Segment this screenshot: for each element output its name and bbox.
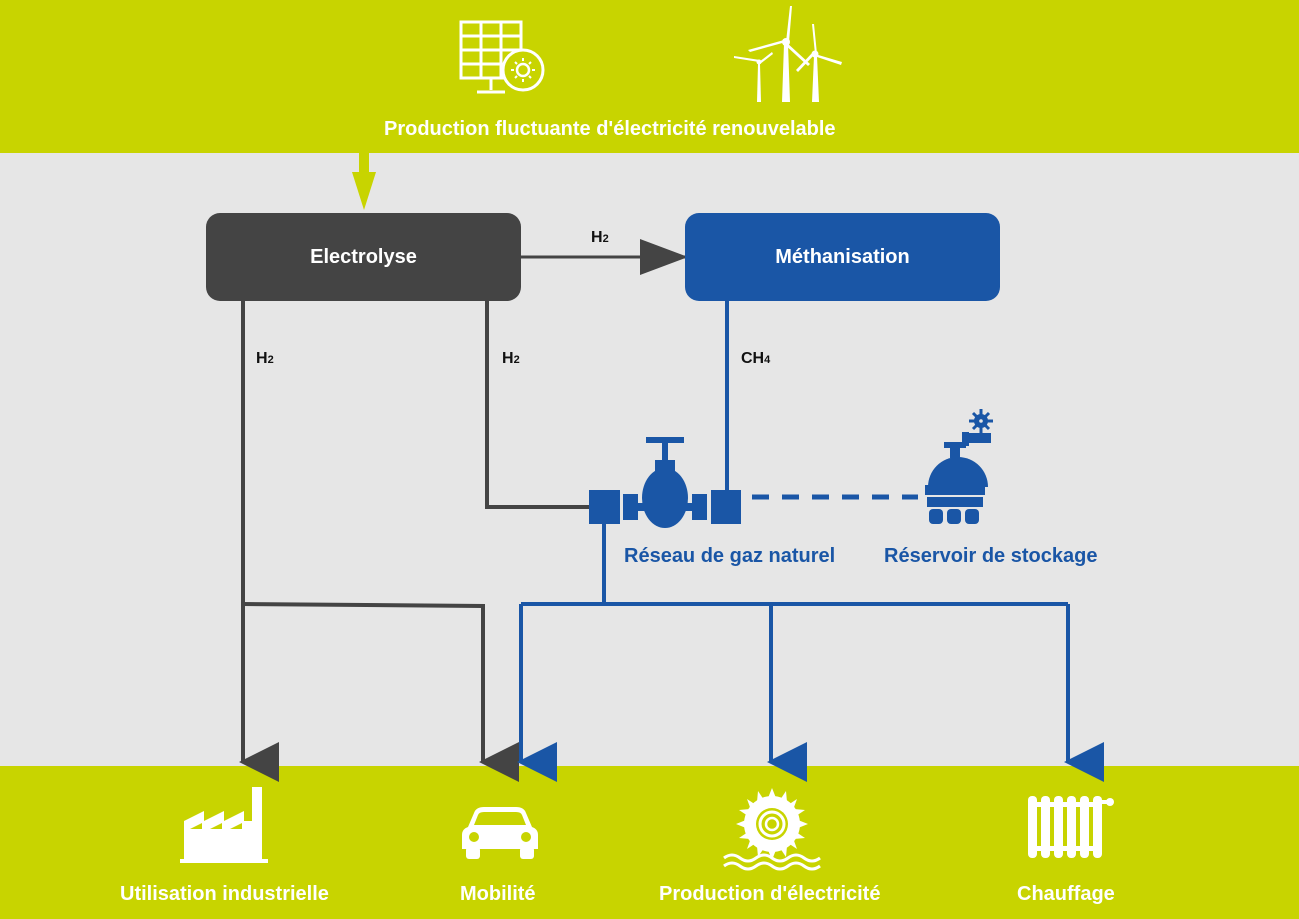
water-turbine-icon bbox=[723, 788, 821, 871]
h2-label-mid: H2 bbox=[502, 350, 520, 367]
renewable-production-label: Production fluctuante d'électricité reno… bbox=[384, 118, 836, 140]
renewable-production-band bbox=[0, 0, 1299, 153]
h2-label-top: H2 bbox=[591, 229, 609, 246]
use-label-electricity: Production d'électricité bbox=[659, 883, 881, 905]
methanisation-box: Méthanisation bbox=[685, 213, 1000, 301]
h2-flow-to-mobility bbox=[242, 602, 519, 782]
ch4-label: CH4 bbox=[741, 350, 771, 367]
gas-grid-label: Réseau de gaz naturel bbox=[624, 545, 836, 567]
factory-icon bbox=[180, 787, 268, 863]
storage-label: Réservoir de stockage bbox=[884, 545, 1098, 567]
h2-label-left: H2 bbox=[256, 350, 274, 367]
solar-panel-icon bbox=[459, 20, 545, 94]
gas-distribution-lines bbox=[517, 523, 1104, 782]
wind-turbines-icon bbox=[734, 6, 842, 102]
electrolyse-label: Electrolyse bbox=[310, 245, 417, 268]
use-label-heating: Chauffage bbox=[1017, 883, 1115, 905]
use-label-industry: Utilisation industrielle bbox=[120, 883, 329, 905]
electrolyse-box: Electrolyse bbox=[206, 213, 521, 301]
storage-tank-icon bbox=[925, 409, 993, 524]
gas-valve-icon bbox=[589, 437, 741, 528]
use-label-mobility: Mobilité bbox=[460, 883, 536, 905]
car-icon bbox=[462, 807, 538, 859]
production-to-electrolyse-arrow bbox=[352, 153, 376, 210]
radiator-icon bbox=[1028, 796, 1114, 858]
h2-flow-to-gas-grid bbox=[485, 301, 590, 509]
methanisation-label: Méthanisation bbox=[775, 245, 910, 268]
